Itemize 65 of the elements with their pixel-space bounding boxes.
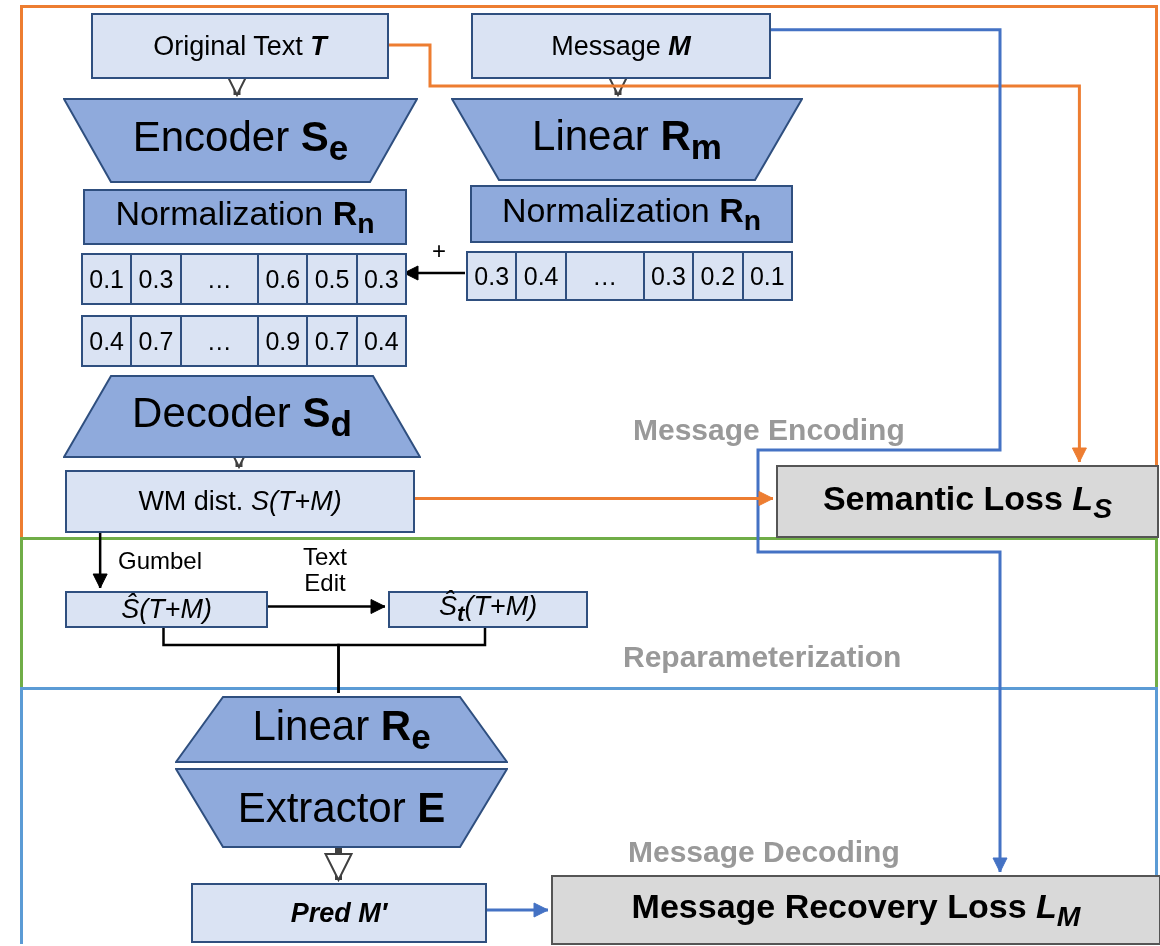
section-panel (20, 537, 1158, 687)
value-cell: 0.2 (692, 251, 744, 301)
block-label: Semantic Loss L$_{S}$ (822, 478, 1113, 525)
block-label: Extractor E (237, 784, 446, 832)
text-box (471, 13, 771, 79)
arrow (265, 599, 386, 614)
block-label: Ŝ(T+M) (121, 594, 212, 625)
value-cell: 0.3 (466, 251, 518, 301)
text-box (388, 591, 588, 628)
value-cell: … (179, 253, 260, 305)
value-cell: 0.9 (257, 315, 309, 367)
edge-label: Gumbel (116, 548, 203, 574)
value-cell: 0.7 (130, 315, 182, 367)
text-box (91, 13, 389, 79)
block-label: Encoder S$_{e}$ (132, 112, 349, 169)
value-cell: 0.4 (515, 251, 567, 301)
block-label: Normalization R$_{n}$ (115, 194, 375, 240)
value-cell: … (179, 315, 260, 367)
trapezoid-block (451, 98, 803, 181)
trapezoid-block (175, 768, 508, 848)
section-panel (20, 687, 1158, 944)
section-title: Message Encoding (633, 413, 905, 447)
text-box (65, 591, 268, 628)
arrow (484, 902, 549, 918)
block-label: Linear R$_{m}$ (532, 111, 722, 168)
trapezoid-block (63, 98, 418, 183)
layer-box (83, 189, 407, 245)
section-title: Reparameterization (623, 640, 902, 674)
block-label: Normalization R$_{n}$ (501, 191, 762, 237)
block-label: Message Recovery Loss L$_{M}$ (631, 887, 1081, 933)
section-panel (20, 5, 1158, 537)
value-cell: 0.1 (81, 253, 133, 305)
section-title: Message Decoding (628, 835, 900, 869)
block-label: Ŝ$_{t}$(T+M) (438, 591, 538, 628)
value-cell: 0.3 (642, 251, 695, 301)
value-cell: … (564, 251, 645, 301)
block-label: WM dist. S(T+M) (138, 486, 342, 517)
arrow (92, 530, 108, 589)
value-cell: 0.7 (306, 315, 358, 367)
value-cell: 0.4 (81, 315, 133, 367)
arrow (324, 845, 353, 881)
bracket-line (337, 625, 487, 693)
block-label: Linear R$_{e}$ (252, 701, 431, 758)
value-cell: 0.3 (355, 253, 407, 305)
arrow (756, 28, 1008, 873)
trapezoid-block (63, 375, 421, 458)
arrow (412, 491, 774, 506)
edge-label: + (431, 238, 447, 264)
value-cell: 0.3 (130, 253, 182, 305)
text-box (65, 470, 415, 533)
value-cell: 0.1 (741, 251, 793, 301)
trapezoid-block (175, 696, 508, 763)
layer-box (470, 185, 793, 243)
block-label: Original Text T (153, 30, 327, 62)
loss-box (776, 465, 1159, 538)
value-cell: 0.6 (257, 253, 309, 305)
loss-box (551, 875, 1160, 945)
arrow (386, 43, 1087, 463)
value-cell: 0.5 (306, 253, 358, 305)
block-label: Decoder S$_{d}$ (132, 388, 352, 445)
text-box (191, 883, 487, 943)
value-cell: 0.4 (355, 315, 407, 367)
block-label: Pred M′ (290, 897, 388, 929)
edge-label: Text Edit (302, 544, 348, 596)
block-label: Message M (551, 30, 691, 62)
